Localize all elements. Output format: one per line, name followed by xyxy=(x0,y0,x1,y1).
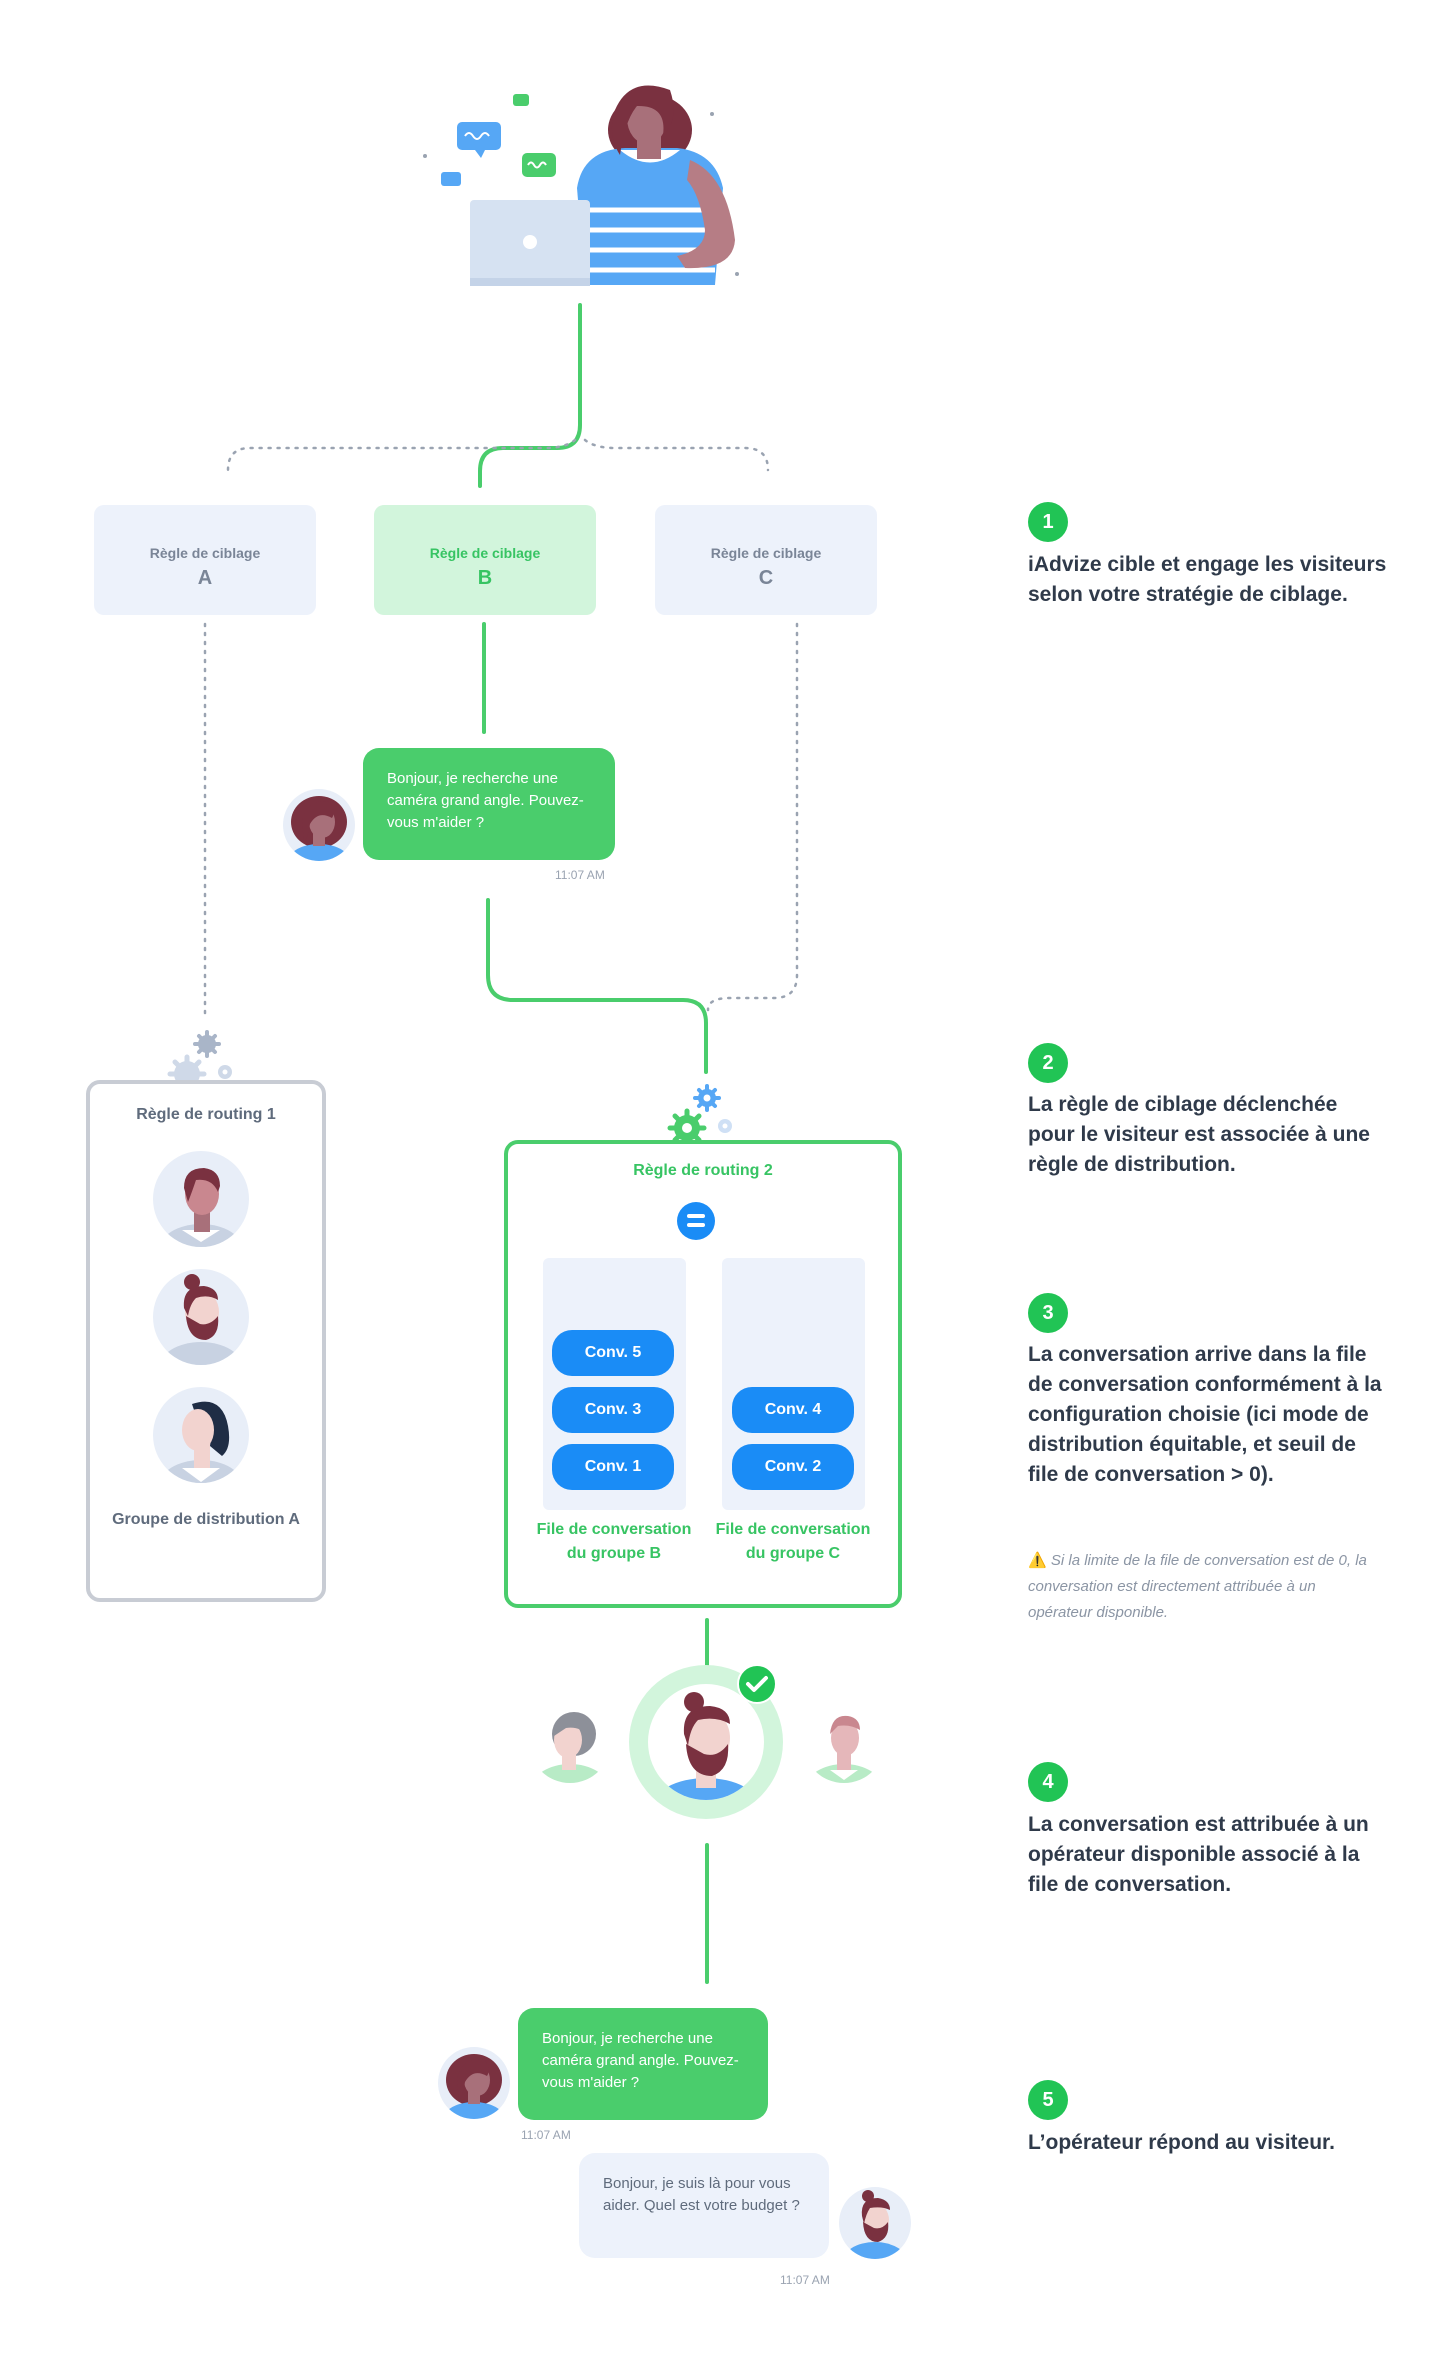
targeting-rule-b[interactable]: Règle de ciblage B xyxy=(374,505,596,615)
visitor-message-bubble: Bonjour, je recherche une caméra grand a… xyxy=(363,748,615,860)
step-number: 3 xyxy=(1028,1293,1068,1333)
connector-visitor-to-b xyxy=(478,303,582,488)
dotted-c-to-routing2 xyxy=(706,622,799,1012)
connector-message-to-routing2 xyxy=(486,898,708,1074)
targeting-rule-a[interactable]: Règle de ciblage A xyxy=(94,505,316,615)
conversation-chip[interactable]: Conv. 4 xyxy=(732,1387,854,1433)
targeting-rule-letter: B xyxy=(477,567,493,589)
message-time: 11:07 AM xyxy=(780,2273,830,2287)
selected-operator-avatar xyxy=(629,1665,783,1819)
message-time: 11:07 AM xyxy=(521,2128,571,2142)
targeting-rule-label: Règle de ciblage xyxy=(429,545,541,561)
step-number: 1 xyxy=(1028,502,1068,542)
step-number: 2 xyxy=(1028,1043,1068,1083)
step-description: L’opérateur répond au visiteur. xyxy=(1028,2131,1335,2154)
visitor-avatar xyxy=(438,2047,510,2119)
laptop-icon xyxy=(470,200,590,286)
routing-rule-title: Règle de routing 1 xyxy=(136,1106,276,1123)
step-description: La conversation arrive dans la file de c… xyxy=(1028,1343,1382,1486)
message-time: 11:07 AM xyxy=(555,868,605,882)
dotted-split-left xyxy=(226,438,577,472)
chat-bubble-icon xyxy=(441,94,556,186)
operator-message-bubble: Bonjour, je suis là pour vous aider. Que… xyxy=(579,2153,829,2258)
targeting-rule-label: Règle de ciblage xyxy=(149,545,261,561)
visitor-avatar xyxy=(283,789,355,861)
dotted-split-right xyxy=(583,438,770,472)
equals-icon xyxy=(677,1202,715,1240)
warning-icon: ⚠️ xyxy=(1028,1552,1047,1569)
gear-icon xyxy=(667,1084,732,1148)
step-number: 5 xyxy=(1028,2080,1068,2120)
warning-note-text: Si la limite de la file de conversation … xyxy=(1028,1552,1367,1621)
targeting-rule-letter: C xyxy=(758,567,774,589)
operator-avatar xyxy=(153,1269,249,1365)
conversation-chip[interactable]: Conv. 2 xyxy=(732,1444,854,1490)
targeting-rule-c[interactable]: Règle de ciblage C xyxy=(655,505,877,615)
queue-label: File de conversation du groupe B xyxy=(536,1521,692,1562)
visitor-message-bubble: Bonjour, je recherche une caméra grand a… xyxy=(518,2008,768,2120)
distribution-group-label: Groupe de distribution A xyxy=(112,1511,300,1528)
operator-avatar xyxy=(153,1151,249,1247)
routing-rule-title: Règle de routing 2 xyxy=(633,1162,773,1179)
visitor-illustration xyxy=(423,85,739,286)
targeting-rule-label: Règle de ciblage xyxy=(710,545,822,561)
operator-avatar xyxy=(529,1701,611,1783)
warning-note: ⚠️ Si la limite de la file de conversati… xyxy=(1028,1548,1368,1626)
step-description: La conversation est attribuée à un opéra… xyxy=(1028,1813,1369,1896)
conversation-chip[interactable]: Conv. 3 xyxy=(552,1387,674,1433)
operator-avatar xyxy=(153,1387,249,1483)
step-description: La règle de ciblage déclenchée pour le v… xyxy=(1028,1093,1370,1176)
conversation-chip[interactable]: Conv. 1 xyxy=(552,1444,674,1490)
conversation-chip[interactable]: Conv. 5 xyxy=(552,1330,674,1376)
check-icon xyxy=(737,1664,777,1704)
operator-avatar xyxy=(839,2187,911,2259)
queue-label: File de conversation du groupe C xyxy=(715,1521,871,1562)
targeting-rule-letter: A xyxy=(197,567,213,589)
step-description: iAdvize cible et engage les visiteurs se… xyxy=(1028,553,1387,606)
operator-avatar xyxy=(803,1701,885,1783)
step-number: 4 xyxy=(1028,1762,1068,1802)
